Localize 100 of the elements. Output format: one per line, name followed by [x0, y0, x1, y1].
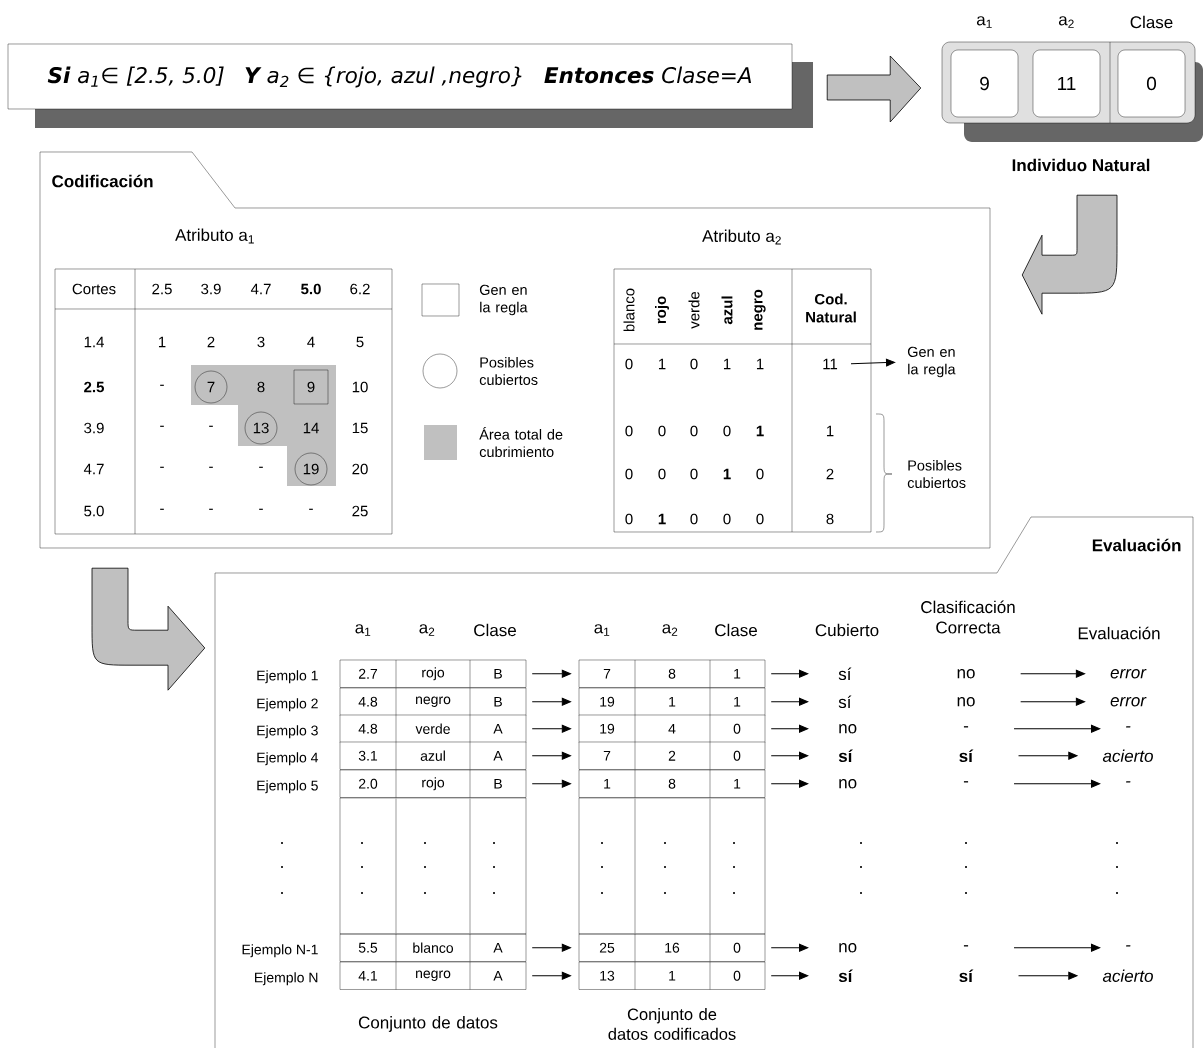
ellipsis-dot: . [733, 866, 735, 868]
row-label: Ejemplo 2 [257, 698, 318, 712]
block-arrow [826, 55, 922, 123]
table-row: 13 1 0 [578, 961, 766, 990]
table-value: 20 [352, 463, 368, 475]
table-value: 3 [257, 336, 265, 348]
table-value: - [209, 508, 213, 510]
table-value: 1 [757, 358, 764, 370]
row-header: 1.4 [84, 336, 104, 348]
ellipsis-dot: . [1116, 892, 1118, 894]
legend-text: Área total de cubrimiento [479, 426, 563, 458]
arrow [770, 751, 809, 760]
column-header: negro [754, 289, 766, 330]
table-value: 0 [625, 358, 633, 370]
ellipsis-dot: . [361, 892, 363, 894]
block-arrow [91, 567, 206, 691]
table-title: Atributo a$_{2}$ [702, 229, 781, 245]
ellipsis-dot: . [1116, 842, 1118, 844]
ellipsis-dot: . [361, 866, 363, 868]
ellipsis-dot: . [601, 892, 603, 894]
table-value: 0 [690, 513, 698, 525]
result-text: acierto [1102, 969, 1153, 982]
ellipsis-dot: . [733, 892, 735, 894]
table-caption: Conjunto de datos codificados [608, 1008, 736, 1040]
arrow [1013, 724, 1101, 733]
table-value: 0 [723, 425, 731, 437]
table-value: 1 [756, 425, 764, 437]
table-value: - [160, 466, 164, 468]
table-value: - [160, 508, 164, 510]
table-value: 5 [356, 336, 364, 348]
column-header: Clasificación Correcta [921, 600, 1015, 634]
arrow [770, 779, 809, 788]
row-label: Ejemplo 1 [257, 670, 318, 684]
ellipsis-dot: . [664, 892, 666, 894]
arrow [1018, 971, 1078, 980]
table-value: - [259, 508, 263, 510]
ellipsis-dot: . [281, 842, 283, 844]
result-text: acierto [1102, 749, 1153, 762]
table-row: 25 16 0 [578, 933, 766, 962]
legend-text: Gen en la regla [479, 284, 528, 316]
column-header: 4.7 [250, 283, 271, 295]
table-row: 7 8 1 [578, 659, 766, 688]
column-header: blanco [623, 288, 635, 332]
column-header: Cod. Natural [806, 293, 856, 323]
value-box: 11 [1032, 49, 1101, 118]
table-value: 1 [659, 358, 666, 370]
arrow [531, 724, 571, 733]
table-title: Atributo a$_{1}$ [175, 228, 254, 244]
rule-box: Si a$_{1}$∈ [2.5, 5.0] Y a$_{2}$ ∈ {rojo, azul ,negro} Entonces Clase=A [7, 43, 813, 128]
arrow [1020, 669, 1085, 678]
table-caption: Conjunto de datos [358, 1016, 498, 1032]
row-header: 2.5 [84, 381, 104, 393]
table-row: 19 1 1 [578, 687, 766, 716]
result-text: no [839, 779, 857, 789]
arrow [1013, 943, 1101, 952]
column-header: a$_{1}$ [355, 624, 371, 636]
row-label: Ejemplo 5 [257, 780, 318, 794]
table-value: 4 [307, 336, 315, 348]
table-value: 0 [723, 513, 731, 525]
result-text: - [963, 726, 969, 728]
block-arrow [1021, 194, 1118, 315]
arrow [531, 669, 571, 678]
table-value: 8 [257, 381, 265, 393]
table-value: 1 [724, 358, 731, 370]
table-value: - [259, 466, 263, 468]
table-value: 0 [690, 425, 698, 437]
table-row: 4.8 negro B [339, 687, 527, 716]
table-value: 1 [827, 425, 834, 437]
column-header: a$_{2}$ [1058, 16, 1074, 28]
result-text: error [1110, 697, 1147, 707]
row-label: Ejemplo 4 [257, 752, 319, 766]
result-text: sí [959, 969, 974, 983]
result-text: no [957, 697, 975, 707]
column-header: Evaluación [1078, 626, 1160, 640]
ellipsis-dot: . [965, 892, 967, 894]
column-header: a$_{2}$ [419, 624, 435, 636]
brace-label: Posibles cubiertos [907, 459, 966, 488]
ellipsis-dot: . [1116, 866, 1118, 868]
table-value: - [160, 384, 164, 386]
column-header: a$_{2}$ [662, 624, 678, 636]
table-value: - [160, 425, 164, 427]
node-label: Individuo Natural [1012, 158, 1150, 172]
table-value: 15 [352, 422, 368, 434]
result-text: no [839, 724, 857, 734]
table-value: 2 [207, 336, 215, 348]
table-value: 0 [690, 358, 698, 370]
arrow [770, 697, 809, 706]
table-row: 5.5 blanco A [339, 933, 527, 962]
ellipsis-dot: . [965, 842, 967, 844]
row-header: 3.9 [84, 422, 104, 434]
arrow [531, 779, 571, 788]
column-header: 3.9 [201, 283, 221, 295]
table-value: 10 [352, 381, 368, 393]
table-value: 0 [625, 468, 633, 480]
result-text: - [1126, 726, 1131, 728]
result-text: no [839, 943, 857, 953]
row-header: Cortes [72, 283, 116, 295]
ellipsis-dot: . [601, 842, 603, 844]
table-row: 1 8 1 [578, 769, 766, 798]
arrow [850, 358, 896, 367]
